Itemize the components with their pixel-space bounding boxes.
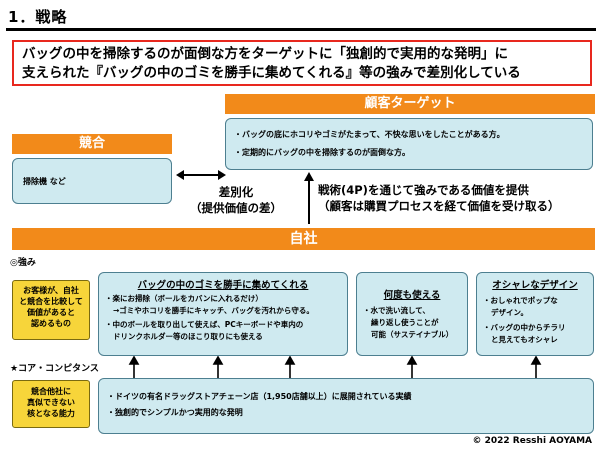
differentiation-line-2: （提供価値の差） (190, 201, 282, 215)
core-note-line: 真似できない (27, 398, 75, 407)
core-note-line: 競合他社に (31, 387, 71, 396)
competition-header: 競合 (12, 134, 172, 154)
strength-2-line: 繰り返し使うことが (371, 318, 439, 327)
customer-target-header: 顧客ターゲット (225, 94, 595, 114)
strategy-line-2: （顧客は購買プロセスを経て価値を受け取る） (318, 199, 560, 213)
strength-3-line: ・バッグの中からチラリ (483, 323, 566, 332)
core-to-strength-arrows (128, 356, 542, 378)
strengths-note-line: と競合を比較して (19, 297, 83, 306)
strength-1-line: ドリンクホルダー等のほこり取りにも使える (113, 332, 263, 341)
differentiation-label: 差別化 （提供価値の差） (176, 184, 296, 216)
strength-1-line: →ゴミやホコリを勝手にキャッチ、バッグを汚れから守る。 (113, 306, 314, 315)
page-title: 1．戦略 (8, 8, 68, 26)
strength-3-line: デザイン。 (491, 308, 529, 317)
differentiation-line-1: 差別化 (218, 185, 254, 199)
strengths-note-line: 価値があると (27, 308, 75, 317)
strengths-note-line: お客様が、自社 (23, 286, 79, 295)
headline-line-2: 支えられた『バッグの中のゴミを勝手に集めてくれる』等の強みで差別化している (22, 65, 521, 81)
title-rule (6, 28, 596, 31)
core-note-line: 核となる能力 (27, 409, 75, 418)
strength-2-line: ・水で洗い流して、 (363, 306, 430, 315)
strength-1-line: ・楽にお掃除（ボールをカバンに入れるだけ） (105, 294, 263, 303)
strategy-line-1: 戦術(4P)を通じて強みである価値を提供 (318, 183, 529, 197)
strength-3-line: ・おしゃれでポップな (483, 296, 558, 305)
value-arrow-icon (304, 172, 314, 224)
strengths-label: ◎強み (10, 258, 36, 268)
strength-box-3: オシャレなデザイン ・おしゃれでポップな デザイン。 ・バッグの中からチラリ と… (476, 272, 594, 356)
strength-2-title: 何度も使える (383, 290, 441, 301)
strategy-label: 戦術(4P)を通じて強みである価値を提供 （顧客は購買プロセスを経て価値を受け取… (318, 182, 598, 214)
strength-1-title: バッグの中のゴミを勝手に集めてくれる (137, 280, 309, 291)
core-line-2: ・独創的でシンプルかつ実用的な発明 (107, 408, 243, 417)
strength-2-line: 可能（サステイナブル） (371, 330, 454, 339)
strengths-note-line: 認めるもの (31, 319, 71, 328)
strength-3-title: オシャレなデザイン (492, 280, 578, 291)
customer-target-box: ・バッグの底にホコリやゴミがたまって、不快な思いをしたことがある方。 ・定期的に… (225, 118, 593, 170)
core-competence-label: ★コア・コンピタンス (10, 364, 99, 374)
customer-item-1: ・バッグの底にホコリやゴミがたまって、不快な思いをしたことがある方。 (234, 130, 505, 139)
customer-item-2: ・定期的にバッグの中を掃除するのが面倒な方。 (234, 148, 410, 157)
company-header: 自社 (12, 228, 595, 250)
strength-box-2: 何度も使える ・水で洗い流して、 繰り返し使うことが 可能（サステイナブル） (356, 272, 468, 356)
strengths-sidenote: お客様が、自社 と競合を比較して 価値があると 認めるもの (12, 280, 90, 340)
strength-3-line: と見えてもオシャレ (491, 335, 558, 344)
strength-1-line: ・中のボールを取り出して使えば、PCキーボードや車内の (105, 320, 304, 329)
core-competence-box: ・ドイツの有名ドラッグストアチェーン店（1,950店舗以上）に展開されている実績… (98, 378, 594, 434)
core-line-1: ・ドイツの有名ドラッグストアチェーン店（1,950店舗以上）に展開されている実績 (107, 392, 412, 401)
core-sidenote: 競合他社に 真似できない 核となる能力 (12, 380, 90, 428)
headline-line-1: バッグの中を掃除するのが面倒な方をターゲットに「独創的で実用的な発明」に (22, 46, 508, 62)
diff-arrow-icon (176, 170, 226, 180)
headline-box: バッグの中を掃除するのが面倒な方をターゲットに「独創的で実用的な発明」に 支えら… (12, 40, 592, 86)
competition-item: 掃除機 など (23, 177, 66, 186)
strength-box-1: バッグの中のゴミを勝手に集めてくれる ・楽にお掃除（ボールをカバンに入れるだけ）… (98, 272, 348, 356)
copyright: © 2022 Resshi AOYAMA (472, 436, 592, 446)
competition-box: 掃除機 など (12, 158, 172, 204)
